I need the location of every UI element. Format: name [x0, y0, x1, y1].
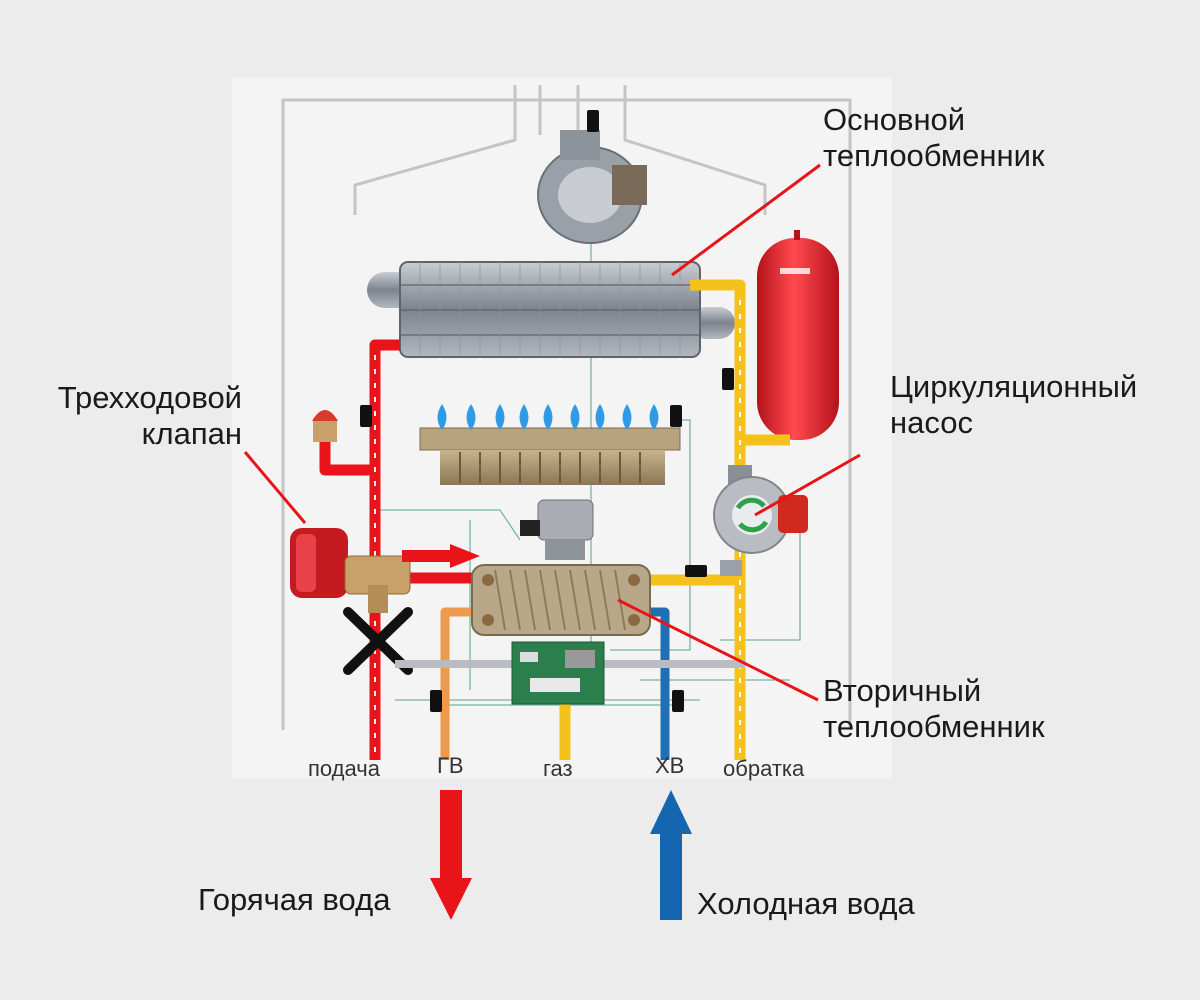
label-main-heat-exchanger: Основной теплообменник: [823, 102, 1045, 174]
label-line: Циркуляционный: [890, 369, 1138, 404]
cold-water-arrow: [650, 790, 692, 920]
pipe-label-cold: ХВ: [655, 753, 685, 778]
secondary-heat-exchanger: [471, 564, 651, 636]
callout-pump: [754, 453, 861, 517]
hot-water-pipe: [440, 607, 480, 760]
label-line: насос: [890, 405, 973, 440]
label-secondary-heat-exchanger: Вторичный теплообменник: [823, 673, 1045, 745]
fan: [537, 110, 647, 244]
safety-valve: [312, 410, 338, 442]
pipe-label-hot: ГВ: [437, 753, 464, 778]
circulation-pump: [713, 465, 808, 576]
gas-flames: [437, 404, 659, 430]
label-line: теплообменник: [823, 138, 1045, 173]
pipe-label-gas: газ: [543, 756, 573, 781]
label-hot-water: Горячая вода: [198, 882, 391, 917]
callout-lines: [243, 163, 861, 702]
gas-valve: [520, 499, 594, 560]
pipe-label-supply: подача: [308, 756, 380, 781]
three-way-valve: [290, 528, 411, 613]
label-line: клапан: [141, 416, 242, 451]
main-heat-exchanger: [367, 261, 735, 358]
hot-water-arrow: [430, 790, 472, 920]
burner: [419, 404, 682, 485]
callout-three-way: [243, 451, 307, 524]
callout-secondary-hx: [617, 598, 819, 702]
boiler-casing: [281, 85, 852, 730]
label-line: Вторичный: [823, 673, 982, 708]
callout-main-hx: [671, 163, 821, 277]
label-line: теплообменник: [823, 709, 1045, 744]
label-line: Основной: [823, 102, 966, 137]
supply-flow-arrow: [402, 544, 480, 568]
sensors: [360, 368, 734, 712]
expansion-tank: [757, 230, 839, 440]
pipe-label-return: обратка: [723, 756, 805, 781]
label-cold-water: Холодная вода: [697, 886, 915, 921]
label-three-way-valve: Трехходовой клапан: [25, 380, 242, 452]
label-circulation-pump: Циркуляционный насос: [890, 369, 1137, 441]
label-line: Трехходовой: [57, 380, 242, 415]
control-board: [511, 641, 605, 705]
